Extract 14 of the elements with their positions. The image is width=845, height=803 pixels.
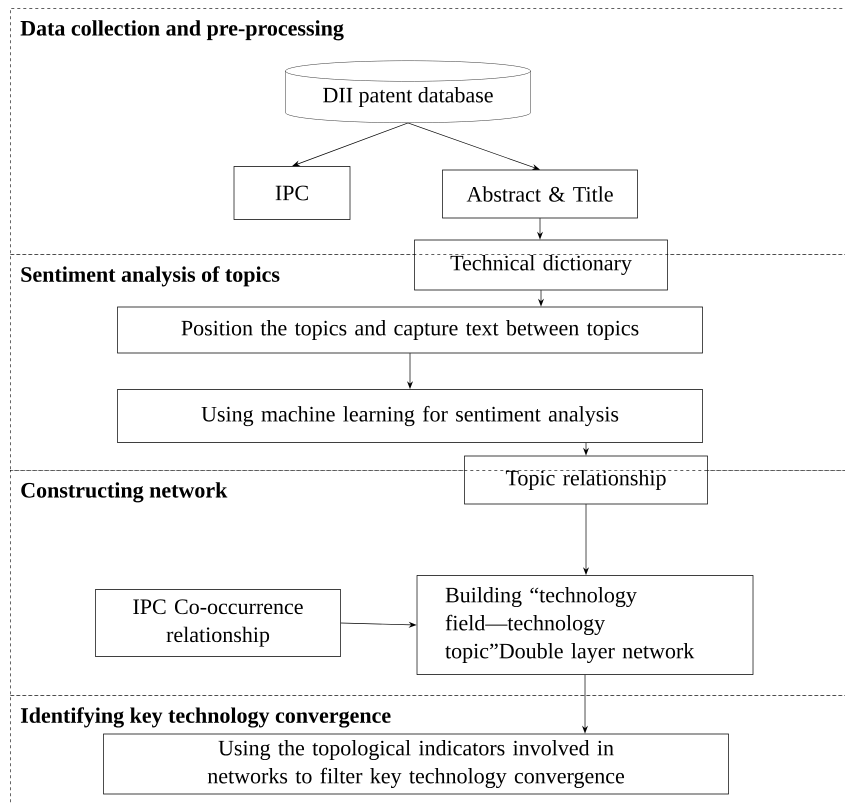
process-box: Using machine learning for sentiment analysis bbox=[117, 389, 703, 443]
process-box: Topic relationship bbox=[464, 456, 708, 504]
process-box: Abstract & Title bbox=[442, 170, 638, 218]
process-box: Position the topics and capture text between topics bbox=[117, 306, 703, 354]
section-heading: Sentiment analysis of topics bbox=[21, 266, 280, 286]
section-heading: Identifying key technology convergence bbox=[20, 707, 391, 728]
database-cylinder: DII patent database bbox=[285, 60, 531, 123]
process-box: Building “technology field—technology topic”Double layer network bbox=[416, 575, 754, 675]
section-heading: Constructing network bbox=[21, 482, 228, 502]
process-box: IPC Co-occurrence relationship bbox=[95, 589, 341, 657]
process-box: Technical dictionary bbox=[414, 240, 668, 290]
process-box: IPC bbox=[234, 166, 350, 220]
section-heading: Data collection and pre-processing bbox=[20, 20, 344, 40]
process-box: Using the topological indicators involved in networks to filter key technology convergence bbox=[103, 734, 729, 794]
